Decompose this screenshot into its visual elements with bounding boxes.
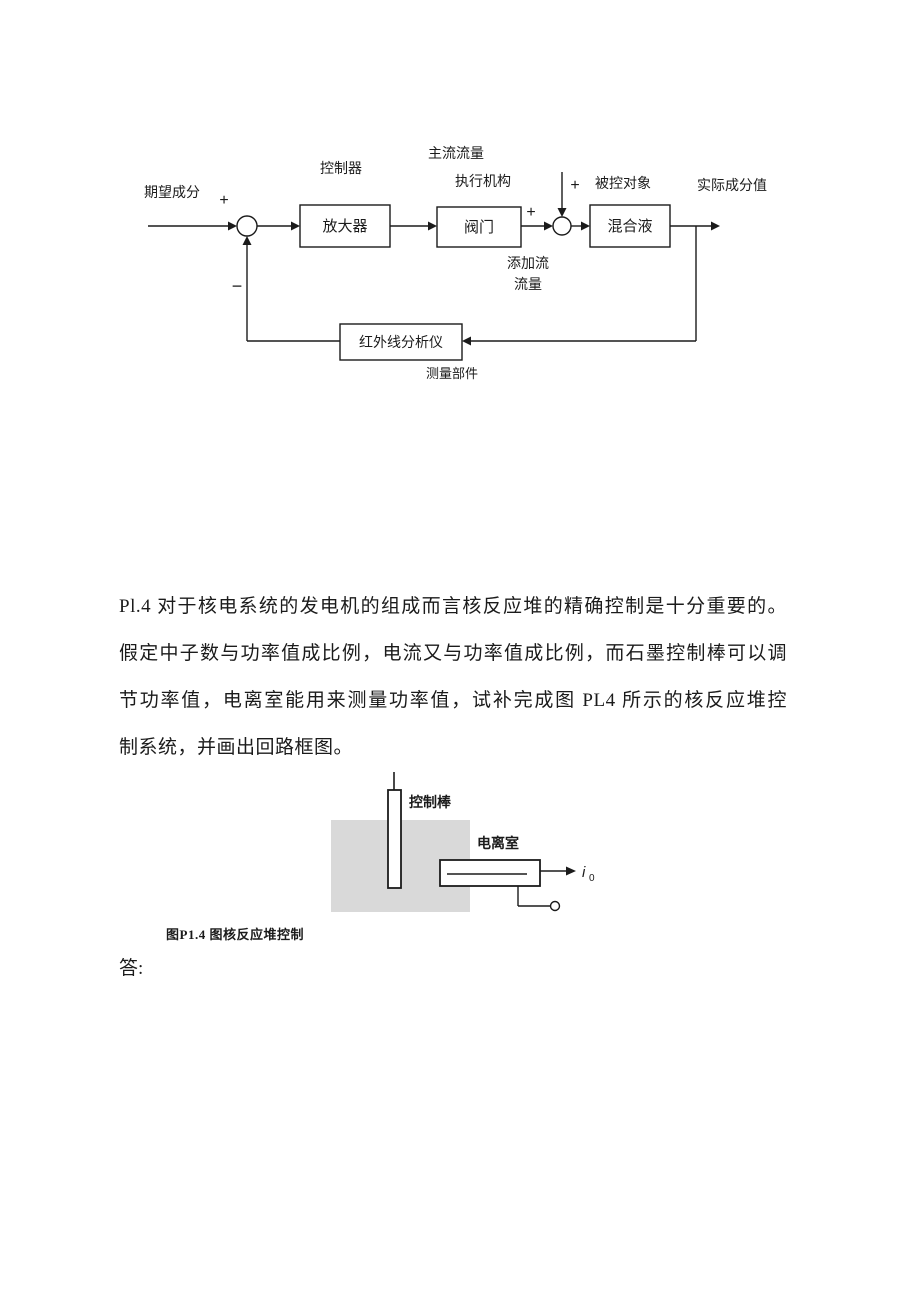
added-flow-label-line2: 流量 <box>514 276 542 292</box>
ion-chamber-label: 电离室 <box>477 835 519 851</box>
amplifier-box <box>299 204 391 248</box>
control-rod <box>387 789 402 889</box>
actuator-label: 执行机构 <box>455 173 511 189</box>
answer-label: 答: <box>119 958 144 979</box>
control-rod-label: 控制棒 <box>409 794 452 810</box>
added-flow-label-line1: 添加流 <box>507 255 549 271</box>
arrowhead-current-output <box>566 866 576 876</box>
arrowhead-into-junction1 <box>228 221 237 231</box>
amplifier-box-label: 放大器 <box>322 218 367 235</box>
current-subscript: 0 <box>589 873 595 884</box>
arrowhead-main-flow-down <box>557 208 567 217</box>
problem-line: 节功率值，电离室能用来测量功率值，试补完成图 PL4 所示的核反应堆控 <box>119 690 787 711</box>
terminal-circle <box>549 900 561 912</box>
reactor-figure-labels: 控制棒 电离室 i 0 <box>409 794 595 884</box>
feedback-diagram-labels: 主流流量 控制器 执行机构 被控对象 实际成分值 期望成分 + + + − 放大… <box>144 145 767 381</box>
measurement-label: 测量部件 <box>426 366 478 381</box>
summing-junction-1 <box>236 215 258 237</box>
output-value-label: 实际成分值 <box>697 177 767 193</box>
plus-sign-input: + <box>219 192 228 209</box>
arrowhead-into-amplifier <box>291 221 300 231</box>
arrowhead-into-junction2 <box>544 221 553 231</box>
minus-sign-feedback: − <box>232 276 243 296</box>
problem-line: Pl.4 对于核电系统的发电机的组成而言核反应堆的精确控制是十分重要的。 <box>119 596 787 617</box>
analyzer-box <box>339 323 463 361</box>
problem-line: 假定中子数与功率值成比例，电流又与功率值成比例，而石墨控制棒可以调 <box>119 643 787 664</box>
ion-chamber <box>439 859 541 887</box>
problem-line: 制系统，并画出回路框图。 <box>119 737 354 758</box>
arrowhead-into-analyzer <box>462 336 471 346</box>
feedback-diagram-arrowheads <box>228 208 720 346</box>
current-symbol: i <box>582 864 586 881</box>
feedback-control-diagram <box>148 172 712 361</box>
mixer-box <box>589 204 671 248</box>
plus-sign-main-flow: + <box>570 177 579 194</box>
plant-label: 被控对象 <box>595 175 651 191</box>
figure-caption: 图P1.4 图核反应堆控制 <box>166 927 304 942</box>
arrowhead-into-valve <box>428 221 437 231</box>
plus-sign-valve: + <box>526 204 535 221</box>
main-flow-label: 主流流量 <box>428 145 484 161</box>
arrowhead-output <box>711 221 720 231</box>
valve-box-label: 阀门 <box>464 219 494 236</box>
input-value-label: 期望成分 <box>144 184 200 200</box>
analyzer-box-label: 红外线分析仪 <box>359 334 443 350</box>
problem-statement: Pl.4 对于核电系统的发电机的组成而言核反应堆的精确控制是十分重要的。 假定中… <box>119 583 787 771</box>
arrowhead-feedback-up <box>242 236 252 245</box>
arrowhead-into-mixer <box>581 221 590 231</box>
summing-junction-2 <box>552 216 572 236</box>
mixer-box-label: 混合液 <box>607 218 652 235</box>
valve-box <box>436 206 522 248</box>
controller-label: 控制器 <box>320 160 362 176</box>
reactor-figure <box>331 772 576 912</box>
